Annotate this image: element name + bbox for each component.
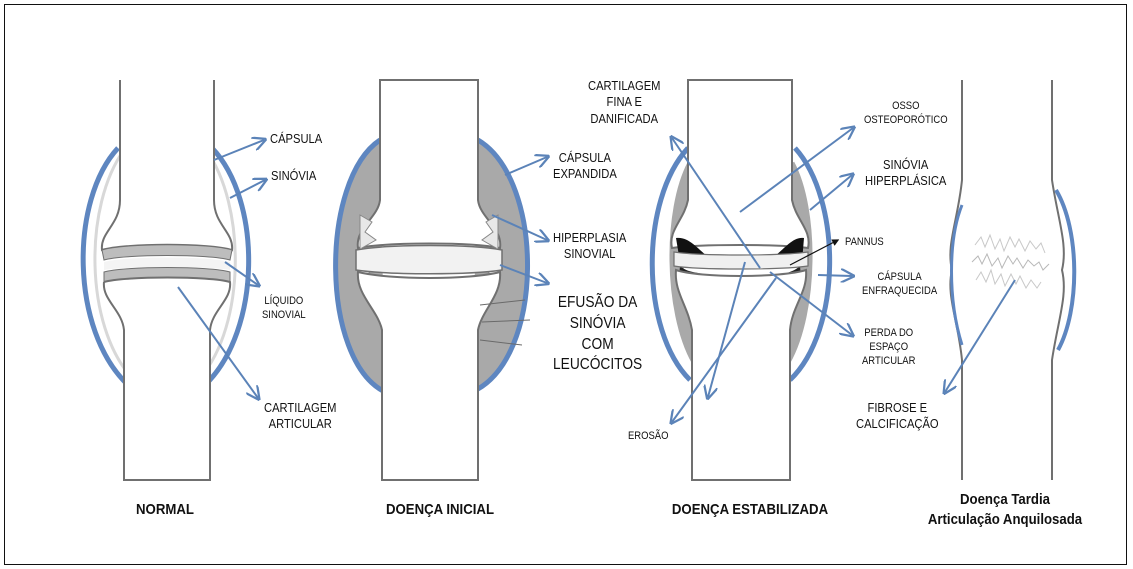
label-liquido-sinovial: LÍQUIDO SINOVIAL: [262, 295, 306, 323]
title-line: Articulação Anquilosada: [917, 510, 1093, 530]
label-line: PERDA DO: [862, 327, 915, 341]
label-line: DANIFICADA: [588, 111, 660, 127]
late-capsule-left: [952, 205, 963, 345]
label-line: OSSO: [864, 100, 948, 114]
label-line: LEUCÓCITOS: [553, 355, 642, 376]
stage-title-normal: NORMAL: [99, 501, 231, 518]
late-joint: [950, 80, 1074, 480]
label-capsula-enfraquecida: CÁPSULA ENFRAQUECIDA: [862, 271, 937, 299]
label-line: CALCIFICAÇÃO: [856, 416, 939, 432]
label-pannus: PANNUS: [845, 236, 884, 250]
label-line: ARTICULAR: [264, 416, 336, 432]
label-line: CÁPSULA: [862, 271, 937, 285]
stage-title-inicial: DOENÇA INICIAL: [356, 501, 523, 518]
label-line: ENFRAQUECIDA: [862, 285, 937, 299]
label-line: FIBROSE E: [856, 400, 939, 416]
label-cartilagem-fina: CARTILAGEM FINA E DANIFICADA: [588, 78, 660, 127]
label-line: HIPERPLÁSICA: [865, 173, 946, 189]
label-line: HIPERPLASIA: [553, 230, 626, 246]
normal-upper-bone: [102, 80, 232, 250]
label-line: FINA E: [588, 94, 660, 110]
label-efusao: EFUSÃO DA SINÓVIA COM LEUCÓCITOS: [553, 293, 642, 376]
label-line: EXPANDIDA: [553, 166, 617, 182]
label-line: SINÓVIA: [865, 157, 946, 173]
label-sinovia-hiperplasica: SINÓVIA HIPERPLÁSICA: [865, 157, 946, 190]
label-fibrose-calcificacao: FIBROSE E CALCIFICAÇÃO: [856, 400, 939, 433]
label-line: OSTEOPORÓTICO: [864, 114, 948, 128]
label-line: CÁPSULA: [553, 150, 617, 166]
label-line: CARTILAGEM: [264, 400, 336, 416]
label-capsula: CÁPSULA: [270, 131, 322, 147]
label-line: SINOVIAL: [553, 246, 626, 262]
label-line: ARTICULAR: [862, 355, 915, 369]
stage-title-estabilizada: DOENÇA ESTABILIZADA: [653, 501, 847, 518]
label-line: ESPAÇO: [862, 341, 915, 355]
normal-joint: [83, 80, 249, 480]
label-line: SINÓVIA: [553, 314, 642, 335]
label-line: EFUSÃO DA: [553, 293, 642, 314]
label-osso-osteoporotico: OSSO OSTEOPORÓTICO: [864, 100, 948, 128]
label-line: LÍQUIDO: [262, 295, 306, 309]
label-line: SINOVIAL: [262, 309, 306, 323]
label-perda-espaco: PERDA DO ESPAÇO ARTICULAR: [862, 327, 915, 368]
stage-title-tardia: Doença Tardia Articulação Anquilosada: [917, 490, 1093, 531]
label-hiperplasia-sinovial: HIPERPLASIA SINOVIAL: [553, 230, 626, 263]
label-erosao: EROSÃO: [628, 430, 668, 444]
title-line: Doença Tardia: [917, 490, 1093, 510]
label-sinovia: SINÓVIA: [271, 168, 316, 184]
label-line: CARTILAGEM: [588, 78, 660, 94]
early-joint: [336, 80, 530, 480]
label-line: COM: [553, 335, 642, 356]
label-capsula-expandida: CÁPSULA EXPANDIDA: [553, 150, 617, 183]
label-cartilagem-articular: CARTILAGEM ARTICULAR: [264, 400, 336, 433]
